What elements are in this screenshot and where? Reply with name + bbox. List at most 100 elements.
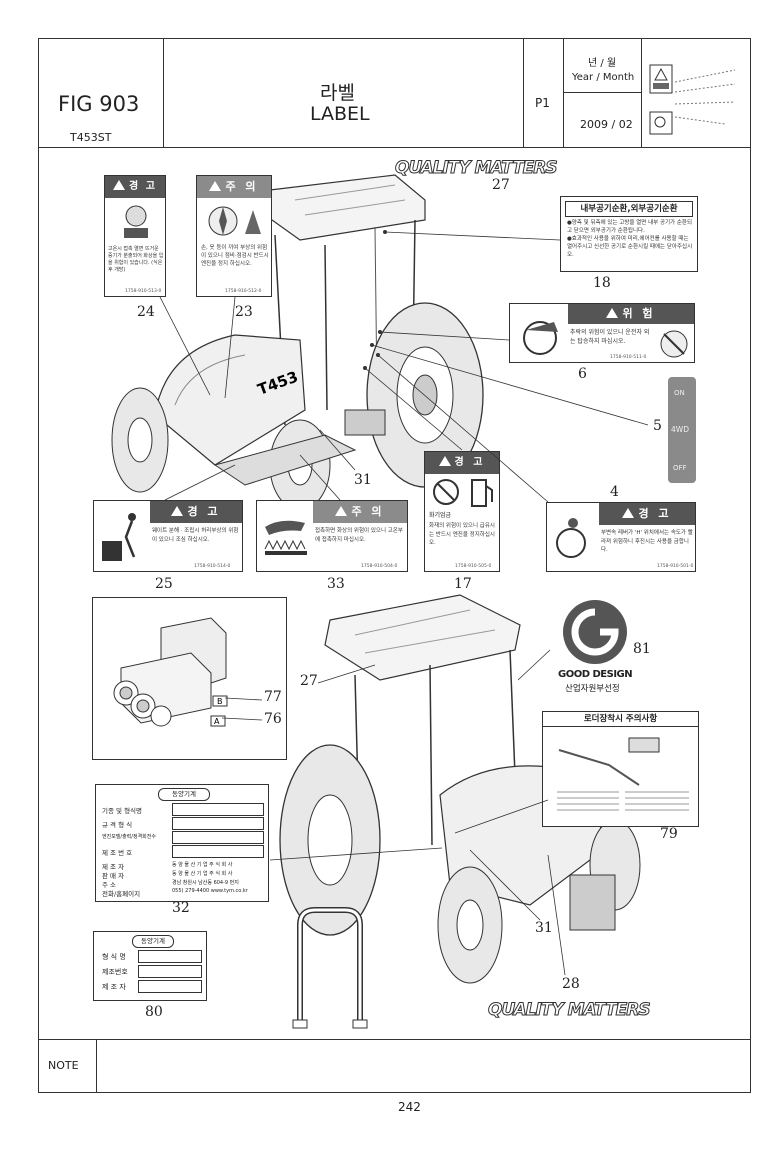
nameplate-header: 동양기계 — [158, 788, 210, 801]
loader-caution-label-79: 로더장착시 주의사항 — [542, 711, 699, 827]
title-korean: 라벨 — [320, 82, 355, 104]
valve-detail-box: B A — [92, 597, 287, 760]
port-b-label: B — [217, 697, 223, 706]
callout-23: 23 — [235, 304, 253, 320]
nameplate-row-label: 규 격 형 식 — [102, 821, 133, 829]
no-fire-icon — [433, 479, 459, 505]
label-header: 로더장착시 주의사항 — [543, 712, 698, 727]
warning-triangle-icon — [622, 508, 635, 518]
warning-triangle-icon — [438, 456, 451, 466]
nameplate-info-label: 주 소 — [102, 881, 117, 889]
callout-27: 27 — [492, 177, 510, 193]
callout-33: 33 — [327, 576, 345, 592]
serial-plate-header: 동양기계 — [132, 935, 174, 948]
year-month-en: Year / Month — [572, 72, 635, 83]
nameplate-field — [172, 803, 264, 816]
callout-5: 5 — [653, 418, 662, 434]
callout-17: 17 — [454, 576, 472, 592]
callout-77: 77 — [264, 689, 282, 705]
header-divider — [163, 38, 164, 148]
label-text: 화재의 위험이 있으니 급유시는 반드시 엔진을 정지하십시오. — [429, 523, 495, 546]
tractor-illustration: T453 — [111, 174, 484, 505]
danger-label-6: 위 험 추락의 위험이 있으니 운전자 외는 탑승하지 마십시오. 1758-9… — [509, 303, 695, 363]
warning-header: 경 고 — [105, 176, 165, 198]
nameplate-info-label: 제 조 자 — [102, 863, 125, 871]
page-number: 242 — [398, 1100, 421, 1114]
nameplate-info-value: 경남 창원시 남산동 604-9 번지 — [172, 880, 239, 886]
callout-32: 32 — [172, 900, 190, 916]
good-design-subtitle: 산업자원부선정 — [565, 684, 620, 694]
quality-matters-logo: QUALITY MATTERS — [395, 158, 559, 179]
label-text: 손, 옷 등이 끼여 부상의 위험이 있으니 점비·점검시 반드시 엔진을 정지… — [201, 245, 269, 267]
nameplate-label-32: 동양기계 기종 및 형식명 규 격 형 식 엔진모델/출력/정격회전수 제 조 … — [95, 784, 269, 902]
nameplate-row-label: 기종 및 형식명 — [102, 807, 143, 815]
hot-surface-icon — [264, 520, 307, 555]
serial-plate-row-label: 제조번호 — [102, 968, 128, 976]
callout-18: 18 — [593, 275, 611, 291]
caution-header: 주 의 — [197, 176, 271, 198]
warning-label-4: 경 고 부변속 레버가 'H' 위치에서는 속도가 빨라져 위험하니 후진시는 … — [546, 502, 696, 572]
4wd-switch-label-5: ON 4WD OFF — [668, 377, 696, 483]
date-divider — [563, 92, 641, 93]
rops-frame-illustration — [292, 907, 368, 1029]
port-a-label: A — [214, 717, 220, 726]
serial-plate-row-label: 형 식 명 — [102, 953, 126, 961]
page-frame — [38, 38, 751, 1093]
caution-label-33: 주 의 접촉하면 화상의 위험이 있으니 고온부에 접촉하지 마십시오. 175… — [256, 500, 408, 572]
callout-24: 24 — [137, 304, 155, 320]
nameplate-row-label: 제 조 번 호 — [102, 849, 133, 857]
header-divider — [563, 38, 564, 148]
label-code: 1758-910-504-0 — [361, 564, 398, 569]
label-code: 1758-910-514-0 — [194, 564, 231, 569]
label-thumbnail-icon — [649, 64, 736, 135]
serial-plate-field — [138, 965, 202, 978]
warning-triangle-icon — [606, 308, 619, 318]
fuel-pump-icon — [471, 479, 493, 507]
steam-hazard-icon — [124, 205, 148, 238]
switch-on-text: ON — [674, 389, 685, 397]
nameplate-field — [172, 845, 264, 858]
good-design-text: GOOD DESIGN — [558, 669, 633, 680]
nameplate-info-value: 동 양 물 산 기 업 주 식 회 사 — [172, 862, 233, 868]
back-injury-icon — [102, 513, 136, 561]
header-bar — [38, 38, 751, 148]
label-text: 접촉하면 화상의 위험이 있으니 고온부에 접촉하지 마십시오. — [315, 528, 403, 543]
nameplate-row-label: 엔진모델/출력/정격회전수 — [102, 834, 156, 840]
air-circulation-label-18: 내부공기순환,외부공기순환 ●양측 및 뒤측에 있는 고방을 열면 내부 공기가… — [560, 196, 698, 272]
nameplate-info-value: 동 양 물 산 기 업 주 식 회 사 — [172, 871, 233, 877]
warning-label-25: 경 고 웨이트 분해 · 조립시 허리부상의 위험이 있으니 조심 하십시오. … — [93, 500, 243, 572]
year-month-kr: 년 / 월 — [588, 58, 617, 69]
control-valve-illustration: B A — [113, 617, 228, 727]
warning-header: 경 고 — [599, 503, 695, 525]
caution-header: 주 의 — [313, 501, 407, 523]
warning-header: 경 고 — [425, 452, 499, 474]
label-code: 1758-910-511-0 — [610, 355, 647, 360]
warning-triangle-icon — [171, 506, 184, 516]
no-riding-icon — [660, 330, 688, 358]
figure-number: FIG 903 — [58, 92, 140, 116]
loader-diagram-icon — [557, 737, 689, 811]
rollover-hazard-icon — [556, 518, 586, 558]
label-code: 1758-910-513-0 — [125, 289, 162, 294]
callout-6: 6 — [578, 366, 587, 382]
nameplate-info-label: 전화/홈페이지 — [102, 890, 141, 898]
callout-27: 27 — [300, 673, 318, 689]
nameplate-field — [172, 817, 264, 830]
callout-25: 25 — [155, 576, 173, 592]
nameplate-info-value: 055) 279-4400 www.tym.co.kr — [172, 888, 248, 894]
note-divider — [38, 1039, 751, 1040]
label-code: 1758-910-501-0 — [657, 564, 694, 569]
header-divider — [523, 38, 524, 148]
header-divider — [641, 38, 642, 148]
note-divider — [96, 1039, 97, 1093]
good-design-logo-icon — [563, 600, 627, 664]
label-text: 웨이트 분해 · 조립시 허리부상의 위험이 있으니 조심 하십시오. — [152, 528, 239, 543]
serial-plate-label-80: 동양기계 형 식 명 제조번호 제 조 자 — [93, 931, 207, 1001]
label-header: 내부공기순환,외부공기순환 — [565, 201, 693, 217]
title-english: LABEL — [310, 103, 370, 125]
callout-31: 31 — [535, 920, 553, 936]
warning-label-24: 경 고 고온시 접촉 열면 뜨거운 증기가 분출되어 화상을 입을 위험이 있습… — [104, 175, 166, 297]
switch-4wd-text: 4WD — [671, 425, 689, 434]
callout-28: 28 — [562, 976, 580, 992]
page-code: P1 — [535, 96, 550, 110]
